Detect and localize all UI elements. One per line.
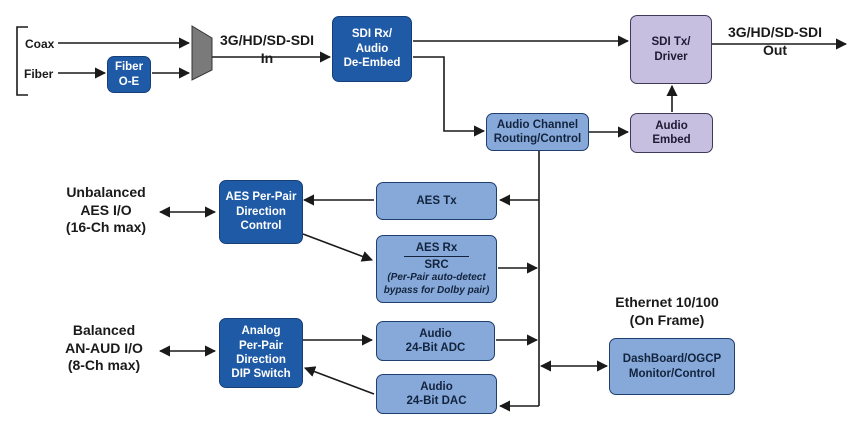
dashboard-line1: DashBoard/OGCP: [622, 353, 722, 366]
audio-embed-line1: Audio: [655, 119, 688, 132]
aes-rx-sub: SRC: [424, 259, 449, 271]
analog-direction-line2: Per-Pair: [238, 339, 284, 352]
aes-direction-line2: Direction: [236, 205, 286, 218]
adc-line2: 24-Bit ADC: [405, 342, 466, 354]
rx-to-routing-line: [413, 56, 486, 137]
input-mux: [191, 25, 213, 81]
fiber-label: Fiber: [24, 67, 54, 81]
aes-rx-block: AES Rx SRC (Per-Pair auto-detect bypass …: [376, 235, 497, 303]
unbalanced-line3: (16-Ch max): [65, 219, 147, 235]
adc-block: Audio 24-Bit ADC: [376, 321, 495, 361]
ethernet-line1: Ethernet 10/100: [615, 294, 719, 310]
fiber-oe-block: Fiber O-E: [107, 56, 151, 93]
audio-routing-block: Audio Channel Routing/Control: [486, 113, 589, 151]
input-bracket: [16, 26, 28, 96]
fiber-oe-line1: Fiber: [114, 61, 144, 74]
dashboard-line2: Monitor/Control: [628, 367, 716, 380]
sdi-in-label: 3G/HD/SD-SDI In: [214, 32, 320, 67]
sdi-tx-line2: Driver: [654, 50, 688, 63]
sdi-rx-block: SDI Rx/ Audio De-Embed: [332, 16, 412, 82]
audio-embed-block: Audio Embed: [630, 113, 713, 153]
fiber-oe-line2: O-E: [118, 75, 140, 88]
audio-routing-line1: Audio Channel: [496, 118, 579, 131]
dac-line2: 24-Bit DAC: [406, 395, 467, 407]
sdi-tx-line1: SDI Tx/: [651, 36, 691, 49]
aes-direction-line3: Control: [240, 220, 282, 233]
sdi-out-line1: 3G/HD/SD-SDI: [727, 24, 823, 40]
ethernet-label: Ethernet 10/100 (On Frame): [602, 294, 732, 329]
analog-direction-line3: Direction: [236, 354, 286, 366]
aes-rx-title: AES Rx: [403, 241, 470, 257]
aes-direction-block: AES Per-Pair Direction Control: [219, 180, 303, 244]
aes-rx-note1: (Per-Pair auto-detect: [387, 272, 486, 284]
analog-direction-block: Analog Per-Pair Direction DIP Switch: [219, 318, 303, 388]
aes-tx-block: AES Tx: [376, 182, 497, 220]
analog-direction-line4: DIP Switch: [231, 368, 291, 381]
dac-block: Audio 24-Bit DAC: [376, 374, 497, 414]
dac-line1: Audio: [420, 380, 453, 393]
unbalanced-line1: Unbalanced: [66, 184, 146, 200]
sdi-out-line2: Out: [762, 41, 788, 58]
analog-direction-line1: Analog: [241, 325, 281, 338]
dashboard-block: DashBoard/OGCP Monitor/Control: [609, 338, 735, 395]
audio-embed-line2: Embed: [652, 134, 691, 146]
aes-dir-to-rx-line: [302, 233, 374, 262]
aes-direction-line1: AES Per-Pair: [225, 191, 297, 204]
sdi-tx-block: SDI Tx/ Driver: [630, 15, 712, 84]
adc-line1: Audio: [419, 327, 452, 340]
sdi-rx-line1: SDI Rx/: [351, 28, 393, 41]
balanced-line2: AN-AUD I/O: [65, 339, 143, 356]
sdi-in-line2: In: [260, 49, 274, 66]
sdi-in-line1: 3G/HD/SD-SDI: [219, 32, 315, 48]
sdi-out-label: 3G/HD/SD-SDI Out: [720, 24, 830, 59]
unbalanced-line2: AES I/O: [80, 201, 132, 218]
ethernet-line2: (On Frame): [629, 311, 705, 328]
unbalanced-label: Unbalanced AES I/O (16-Ch max): [50, 184, 162, 237]
balanced-line1: Balanced: [72, 322, 136, 338]
audio-routing-line2: Routing/Control: [493, 133, 582, 145]
dac-to-analog-line: [303, 366, 375, 395]
aes-rx-note2: bypass for Dolby pair): [383, 284, 490, 296]
aes-tx-line1: AES Tx: [416, 194, 457, 207]
balanced-label: Balanced AN-AUD I/O (8-Ch max): [44, 322, 164, 375]
sdi-rx-line3: De-Embed: [343, 57, 401, 70]
coax-label: Coax: [25, 37, 55, 51]
sdi-rx-line2: Audio: [355, 42, 389, 55]
balanced-line3: (8-Ch max): [67, 357, 141, 373]
